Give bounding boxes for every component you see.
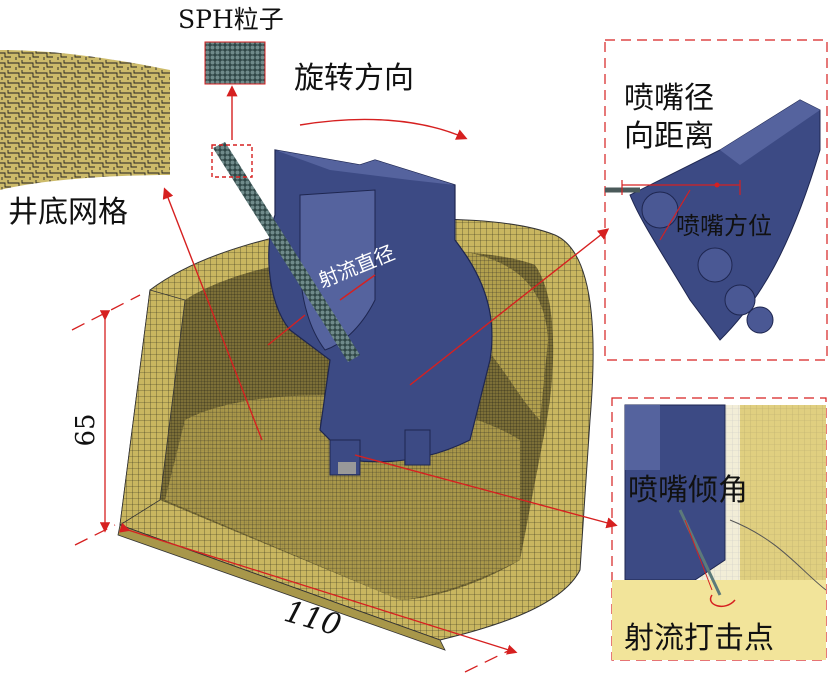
- label-nozzle-orientation: 喷嘴方位: [676, 212, 772, 240]
- label-nozzle-inclination: 喷嘴倾角: [628, 473, 748, 508]
- label-well-bottom-mesh: 井底网格: [8, 195, 128, 230]
- annotation-arrows: [162, 85, 618, 529]
- label-nozzle-radial-distance-2: 向距离: [624, 119, 714, 154]
- well-bottom-mesh-inset: [0, 50, 170, 190]
- label-height-65: 65: [71, 413, 101, 446]
- label-jet-impact-point: 射流打击点: [624, 621, 774, 656]
- dimension-lines: [71, 294, 518, 673]
- drill-bit-model: [268, 149, 493, 476]
- nozzle-inclination-inset: [611, 397, 827, 661]
- nozzle-radial-inset: [604, 39, 828, 361]
- label-sph-particles: SPH粒子: [178, 5, 284, 34]
- label-nozzle-radial-distance-1: 喷嘴径: [624, 81, 714, 116]
- sph-jet-stream: [213, 142, 360, 362]
- sph-particles-inset: [204, 41, 266, 85]
- label-rotation-direction: 旋转方向: [294, 61, 414, 96]
